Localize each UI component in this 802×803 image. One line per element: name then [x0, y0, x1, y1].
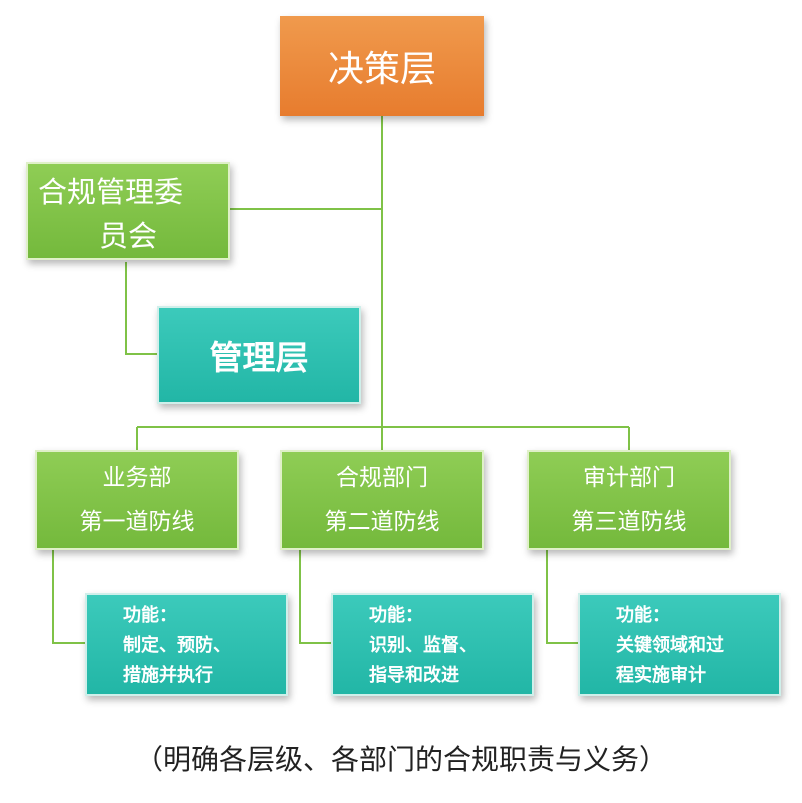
function-text-line1: 识别、监督、: [369, 635, 477, 656]
committee-label-line2: 员会: [98, 219, 157, 253]
audit-department-box: 审计部门 第三道防线: [527, 450, 731, 550]
department-name: 合规部门: [336, 465, 428, 491]
compliance-department-box: 合规部门 第二道防线: [280, 450, 484, 550]
function-title: 功能：: [616, 605, 670, 626]
department-name: 审计部门: [583, 465, 675, 491]
defense-line-label: 第二道防线: [324, 509, 440, 535]
function-title: 功能：: [123, 605, 177, 626]
function2-connector: [299, 550, 331, 644]
decision-layer-box: 决策层: [280, 16, 484, 116]
function3-connector: [546, 550, 578, 644]
function-text-line2: 指导和改进: [369, 665, 459, 686]
compliance-committee-box: 合规管理委 员会: [26, 162, 230, 260]
department-name: 业务部: [102, 465, 172, 491]
committee-label-line1: 合规管理委: [38, 175, 184, 209]
business-function-box: 功能： 制定、预防、 措施并执行: [85, 593, 288, 696]
diagram-caption: （明确各层级、各部门的合规职责与义务）: [134, 743, 667, 776]
management-connector: [125, 262, 157, 355]
defense-line-label: 第三道防线: [571, 509, 687, 535]
business-department-box: 业务部 第一道防线: [35, 450, 239, 550]
function-text-line2: 措施并执行: [123, 665, 213, 686]
management-layer-box: 管理层: [157, 306, 361, 404]
function1-connector: [52, 550, 85, 644]
function-title: 功能：: [369, 605, 423, 626]
compliance-function-box: 功能： 识别、监督、 指导和改进: [331, 593, 534, 696]
defense-line-label: 第一道防线: [79, 509, 195, 535]
decision-layer-label: 决策层: [327, 49, 436, 90]
function-text-line1: 关键领域和过: [616, 635, 724, 656]
function-text-line2: 程实施审计: [616, 665, 706, 686]
audit-function-box: 功能： 关键领域和过 程实施审计: [578, 593, 781, 696]
function-text-line1: 制定、预防、: [123, 635, 231, 656]
management-layer-label: 管理层: [209, 338, 309, 377]
